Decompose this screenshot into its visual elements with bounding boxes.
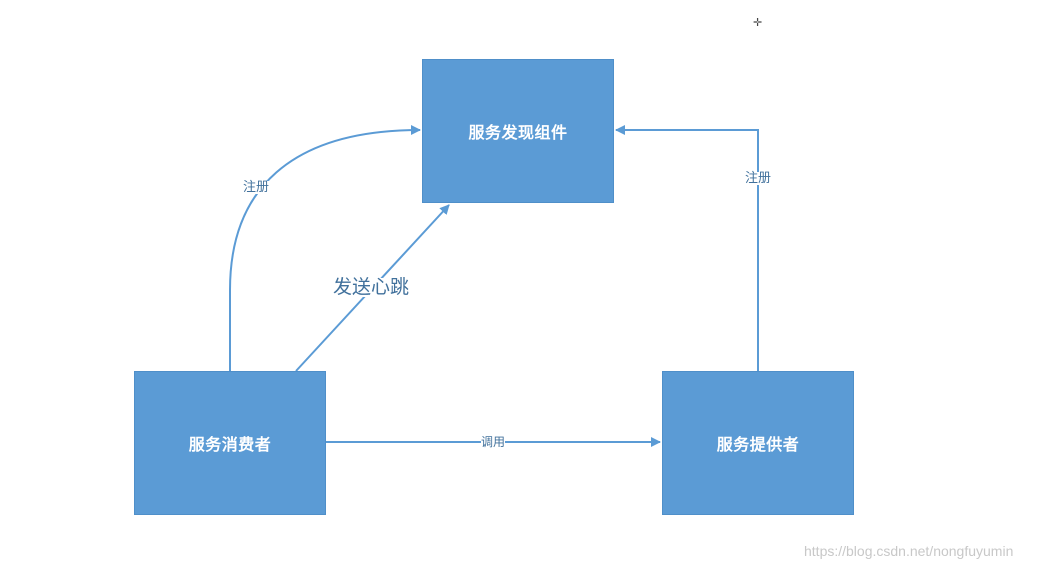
edge-label-provider-register: 注册 (745, 171, 772, 186)
edge-consumer-register (229, 125, 421, 371)
node-service-consumer[interactable]: 服务消费者 (134, 371, 326, 515)
node-service-discovery-label: 服务发现组件 (468, 123, 568, 142)
edge-provider-register (615, 125, 759, 371)
edge-label-invoke: 调用 (481, 435, 506, 449)
node-service-provider-label: 服务提供者 (716, 435, 800, 454)
edge-label-heartbeat: 发送心跳 (333, 276, 410, 298)
edge-label-consumer-register: 注册 (243, 180, 270, 195)
watermark: https://blog.csdn.net/nongfuyumin (804, 543, 1014, 559)
node-service-consumer-label: 服务消费者 (188, 435, 272, 454)
crosshair-cursor-icon: ✛ (753, 16, 763, 29)
node-service-provider[interactable]: 服务提供者 (662, 371, 854, 515)
node-service-discovery[interactable]: 服务发现组件 (422, 59, 614, 203)
